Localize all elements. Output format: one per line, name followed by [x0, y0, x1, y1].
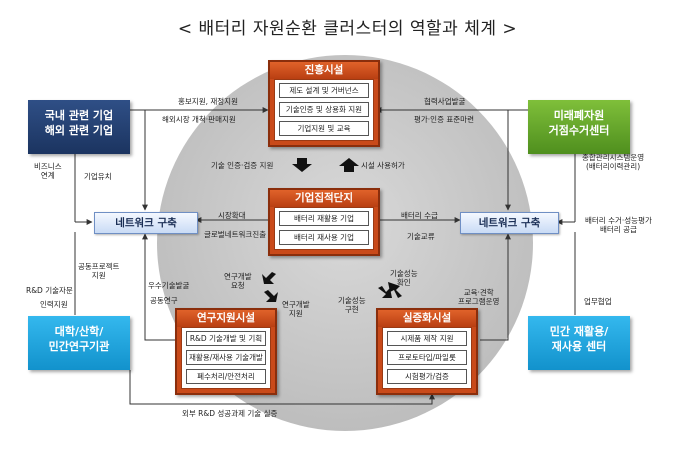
label-rnd-support: 연구개발 지원	[282, 300, 310, 318]
arrow-perf-check	[388, 282, 402, 298]
demo-item: 시제품 제작 지원	[387, 331, 467, 346]
label-business-link: 비즈니스 연계	[34, 162, 62, 180]
network-left-box: 네트워크 구축	[94, 212, 198, 234]
label-rnd-request: 연구개발 요청	[224, 272, 252, 290]
arrow-tech-cert	[292, 158, 312, 172]
label-overseas: 해외시장 개척·판매지원	[162, 115, 236, 124]
label-eval-standard: 평가·인증 표준마련	[414, 115, 474, 124]
demo-item: 시험평가/검증	[387, 369, 467, 384]
label-perf-implement: 기술성능 구현	[338, 296, 366, 314]
cluster-item: 배터리 재사용 기업	[279, 230, 369, 245]
promotion-title: 진흥시설	[270, 62, 378, 79]
research-items: R&D 기술개발 및 기획 재활용/재사용 기술개발 폐수처리/안전처리	[181, 327, 271, 389]
demo-facility-panel: 실증화시설 시제품 제작 지원 프로토타입/파일롯 시험평가/검증	[376, 308, 478, 395]
promotion-facility-panel: 진흥시설 제도 설계 및 거버넌스 기술인증 및 상용화 지원 기업지원 및 교…	[268, 60, 380, 147]
promotion-items: 제도 설계 및 거버넌스 기술인증 및 상용화 지원 기업지원 및 교육	[274, 79, 374, 141]
research-item: 폐수처리/안전처리	[186, 369, 266, 384]
domestic-companies-box: 국내 관련 기업 해외 관련 기업	[28, 100, 130, 154]
label-promo-support: 홍보지원, 재정지원	[178, 97, 238, 106]
research-item: 재활용/재사용 기술개발	[186, 350, 266, 365]
domestic-line2: 해외 관련 기업	[44, 124, 114, 137]
private-line1: 민간 재활용/	[549, 325, 609, 338]
label-workforce: 인력지원	[40, 300, 68, 309]
research-support-panel: 연구지원시설 R&D 기술개발 및 기획 재활용/재사용 기술개발 폐수처리/안…	[175, 308, 277, 395]
label-coop-project: 협력사업발굴	[424, 97, 466, 106]
arrow-rnd-support	[262, 272, 276, 284]
arrow-rnd-request	[264, 290, 278, 302]
label-battery-supply: 배터리 수급	[401, 211, 438, 220]
university-research-box: 대학/산학/ 민간연구기관	[28, 316, 130, 370]
cluster-items: 배터리 재활용 기업 배터리 재사용 기업	[274, 207, 374, 250]
private-center-box: 민간 재활용/ 재사용 센터	[528, 316, 630, 370]
label-biz-agreement: 업무협업	[584, 297, 612, 306]
cluster-item: 배터리 재활용 기업	[279, 211, 369, 226]
label-tech-cert: 기술 인증·검증 지원	[211, 161, 274, 170]
university-line1: 대학/산학/	[54, 325, 104, 338]
cluster-title: 기업집적단지	[270, 190, 378, 207]
cluster-panel: 기업집적단지 배터리 재활용 기업 배터리 재사용 기업	[268, 188, 380, 256]
label-global-network: 글로벌네트워크진출	[204, 230, 267, 239]
demo-item: 프로토타입/파일롯	[387, 350, 467, 365]
demo-title: 실증화시설	[378, 310, 476, 327]
label-tech-exchange: 기술교류	[407, 232, 435, 241]
wire-research-to-network	[142, 233, 175, 341]
network-right-box: 네트워크 구축	[460, 212, 559, 234]
university-line2: 민간연구기관	[48, 340, 110, 353]
label-rnd-advice: R&D 기술자문	[26, 286, 73, 295]
arrow-facility-permit	[339, 158, 359, 172]
wire-external-rnd	[129, 370, 435, 405]
label-market-expand: 시장확대	[218, 211, 246, 220]
arrow-perf-implement	[378, 286, 392, 298]
future-collection-center-box: 미래폐자원 거점수거센터	[528, 100, 630, 154]
label-attract: 기업유치	[84, 172, 112, 181]
research-title: 연구지원시설	[177, 310, 275, 327]
label-joint-research: 공동연구	[150, 296, 178, 305]
label-facility-permit: 시설 사용허가	[361, 161, 405, 170]
label-external-rnd: 외부 R&D 성공과제 기술 실증	[182, 409, 278, 418]
label-edu-training: 교육·견학 프로그램운영	[458, 288, 500, 306]
demo-items: 시제품 제작 지원 프로토타입/파일롯 시험평가/검증	[382, 327, 472, 389]
label-battery-collect: 배터리 수거·성능평가 배터리 공급	[585, 216, 652, 234]
label-perf-check: 기술성능 확인	[390, 269, 418, 287]
domestic-line1: 국내 관련 기업	[44, 109, 114, 122]
private-line2: 재사용 센터	[551, 340, 607, 353]
label-joint-project: 공동프로젝트 지원	[78, 262, 120, 280]
promotion-item: 기술인증 및 상용화 지원	[279, 102, 369, 117]
diagram-title: < 배터리 자원순환 클러스터의 역할과 체계 >	[177, 19, 518, 39]
future-line2: 거점수거센터	[548, 124, 610, 137]
label-excellent-tech: 우수기술발굴	[148, 281, 190, 290]
future-line1: 미래폐자원	[553, 109, 605, 122]
research-item: R&D 기술개발 및 기획	[186, 331, 266, 346]
promotion-item: 기업지원 및 교육	[279, 121, 369, 136]
promotion-item: 제도 설계 및 거버넌스	[279, 83, 369, 98]
wire-demo-to-network	[480, 233, 511, 341]
label-integrated-system: 종합관리시스템운영 (배터리이력관리)	[582, 153, 645, 171]
